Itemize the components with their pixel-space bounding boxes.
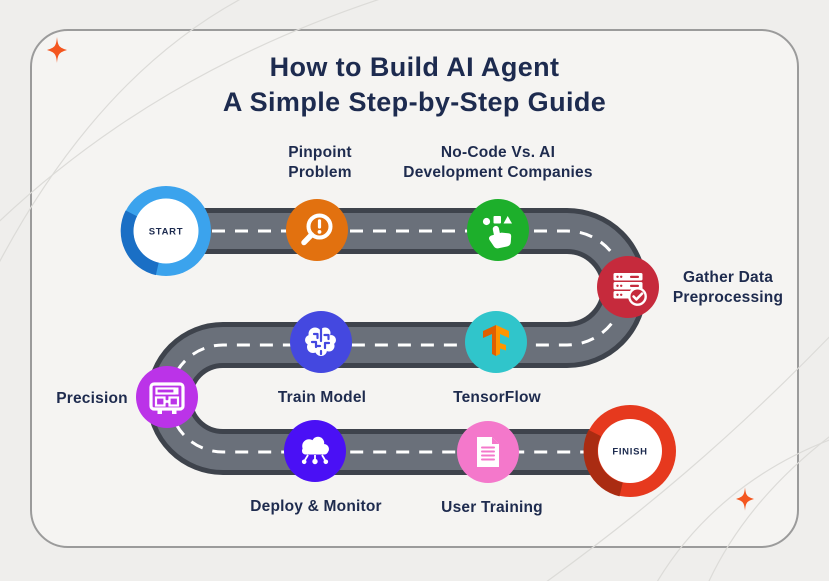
step-label-gather-data: Gather Data Preprocessing	[652, 268, 804, 308]
label-line: No-Code Vs. AI	[440, 144, 556, 161]
page-title: How to Build AI Agent A Simple Step-by-S…	[30, 50, 799, 120]
step-circle	[286, 199, 348, 261]
step-user-training	[457, 421, 519, 483]
start-ring-shade	[120, 210, 160, 276]
step-precision	[136, 366, 198, 428]
label-line: Gather Data	[682, 269, 774, 286]
sparkle-icon	[47, 37, 67, 63]
label-line: Deploy & Monitor	[250, 498, 382, 515]
label-line: Preprocessing	[672, 289, 784, 306]
step-label-pinpoint-problem: Pinpoint Problem	[250, 143, 390, 183]
label-line: Problem	[288, 164, 352, 181]
label-line: Pinpoint	[288, 144, 352, 161]
step-label-precision: Precision	[22, 389, 162, 409]
road-surface	[151, 213, 642, 470]
step-train-model	[290, 311, 352, 373]
step-circle	[136, 366, 198, 428]
step-label-deploy-monitor: Deploy & Monitor	[236, 497, 396, 517]
title-line-2: A Simple Step-by-Step Guide	[222, 87, 607, 117]
brain-icon	[305, 327, 336, 356]
step-no-code	[467, 199, 529, 261]
step-pinpoint-problem	[286, 199, 348, 261]
machine-icon	[149, 382, 185, 414]
label-line: Precision	[56, 390, 128, 407]
start-marker: START	[120, 186, 211, 276]
start-inner-circle	[133, 198, 199, 264]
step-label-tensorflow: TensorFlow	[427, 388, 567, 408]
label-line: Train Model	[277, 389, 367, 406]
start-label: START	[149, 227, 183, 238]
step-label-no-code: No-Code Vs. AI Development Companies	[387, 143, 609, 183]
label-line: User Training	[441, 499, 543, 516]
server-check-icon	[613, 273, 647, 306]
document-icon	[477, 437, 499, 467]
road-center-line	[166, 229, 634, 454]
magnifier-alert-icon	[301, 213, 333, 246]
label-line: Development Companies	[403, 164, 593, 181]
finish-inner-circle	[598, 419, 662, 483]
title-line-1: How to Build AI Agent	[269, 52, 560, 82]
step-gather-data	[597, 256, 659, 318]
cloud-network-icon	[301, 436, 329, 465]
tensorflow-logo-icon	[483, 325, 509, 356]
step-deploy-monitor	[284, 420, 346, 482]
tap-hand-icon	[482, 216, 512, 249]
label-line: TensorFlow	[453, 389, 541, 406]
finish-label: FINISH	[612, 447, 647, 458]
sparkle-icon	[736, 487, 754, 511]
finish-marker: FINISH	[583, 405, 676, 497]
step-label-user-training: User Training	[412, 498, 572, 518]
step-label-train-model: Train Model	[252, 388, 392, 408]
road	[146, 208, 647, 475]
step-tensorflow	[465, 311, 527, 373]
finish-ring-shade	[583, 429, 624, 497]
